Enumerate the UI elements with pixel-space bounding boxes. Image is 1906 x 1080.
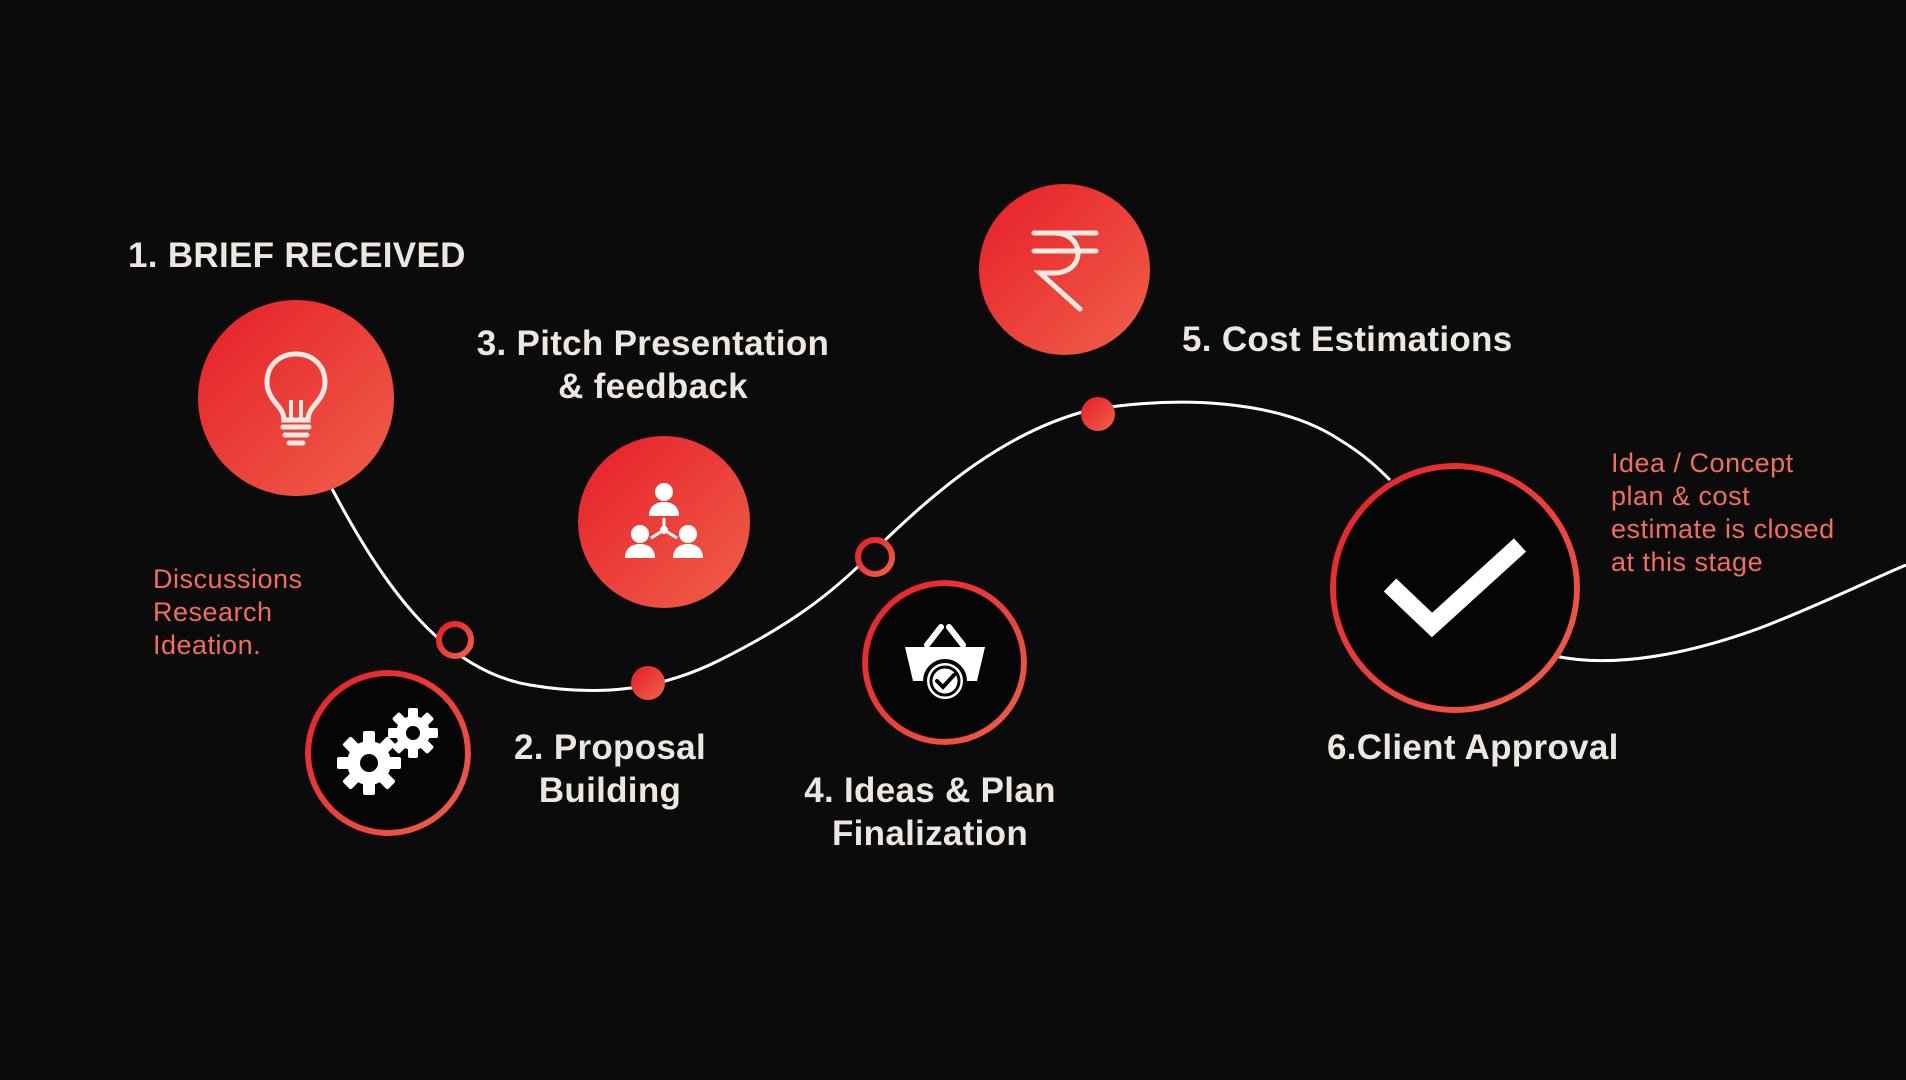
path-marker-dot [631,666,665,700]
lightbulb-icon [264,351,328,446]
step-1-label: 1. BRIEF RECEIVED [128,236,466,275]
gears-icon [337,708,438,795]
path-marker-ring [436,621,474,659]
step-4-label: 4. Ideas & Plan Finalization [804,771,1056,853]
path-marker-ring [855,537,895,577]
step-6-label: 6.Client Approval [1327,728,1619,767]
path-marker-dot [1081,397,1115,431]
step-2-label: 2. Proposal Building [514,728,706,810]
step-3-label: 3. Pitch Presentation & feedback [476,324,830,406]
brief-note: Discussions Research Ideation. [153,564,303,660]
step-6-circle [1330,463,1580,713]
step-5-circle [979,184,1150,355]
step-4-circle [862,580,1027,745]
checkmark-icon [1383,538,1527,638]
team-hierarchy-icon [625,483,703,558]
step-1-circle [198,300,394,496]
basket-check-icon [904,623,985,703]
rupee-icon [1031,230,1098,311]
step-3-circle [578,436,750,608]
step-2-circle [305,670,471,836]
closing-note: Idea / Concept plan & cost estimate is c… [1611,448,1835,577]
step-5-label: 5. Cost Estimations [1182,320,1513,359]
